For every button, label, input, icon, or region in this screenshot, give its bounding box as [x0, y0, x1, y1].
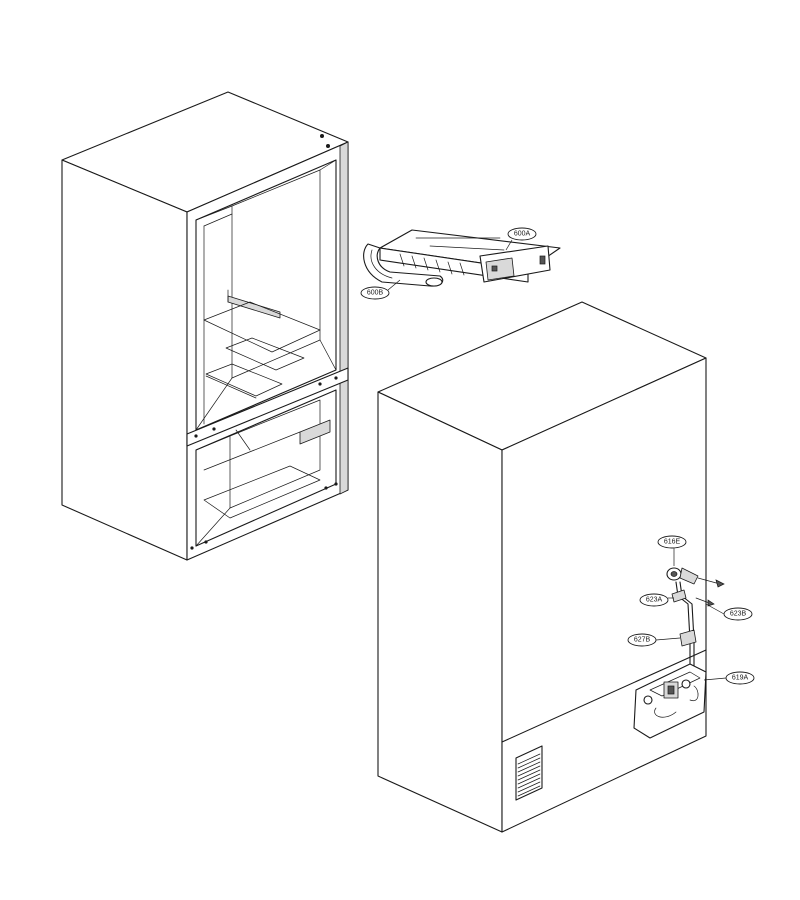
- fresh-food-floor: [203, 301, 321, 353]
- freezer-rail: [299, 419, 331, 445]
- water-valve-assembly: [633, 567, 725, 739]
- ice-maker-assembly: [363, 229, 561, 287]
- crisper-cover-1: [225, 337, 305, 371]
- callout-600A: 600A: [505, 227, 537, 251]
- rear-cabinet: [377, 301, 707, 833]
- callout-label: 627B: [634, 637, 651, 644]
- callout-label: 600B: [367, 290, 384, 297]
- callout-label: 623B: [730, 611, 747, 618]
- callout-619A: 619A: [703, 671, 755, 685]
- callout-616E: 616E: [657, 535, 687, 566]
- freezer-floor: [203, 465, 321, 519]
- callout-label: 619A: [732, 675, 749, 682]
- callout-623A: 623A: [639, 593, 674, 607]
- center-mullion: [186, 367, 349, 447]
- water-tube: [675, 581, 691, 701]
- ice-maker-control-face: [485, 257, 515, 281]
- tube-bracket: [679, 629, 697, 647]
- cabinet-right-edge: [339, 141, 349, 495]
- crisper-cover-2: [205, 363, 283, 397]
- callout-600B: 600B: [360, 279, 401, 300]
- tube-clamp-upper: [671, 589, 687, 603]
- rear-cabinet-left-side: [377, 391, 503, 833]
- freezer-back-wall: [229, 399, 321, 509]
- cabinet-left-side-panel: [61, 159, 188, 561]
- callout-623B: 623B: [705, 603, 753, 621]
- callout-627B: 627B: [627, 633, 681, 647]
- front-cabinet: [61, 91, 349, 561]
- callout-label: 616E: [664, 539, 681, 546]
- machine-compartment-vent: [515, 745, 543, 801]
- callout-label: 623A: [646, 597, 663, 604]
- callout-label: 600A: [514, 231, 531, 238]
